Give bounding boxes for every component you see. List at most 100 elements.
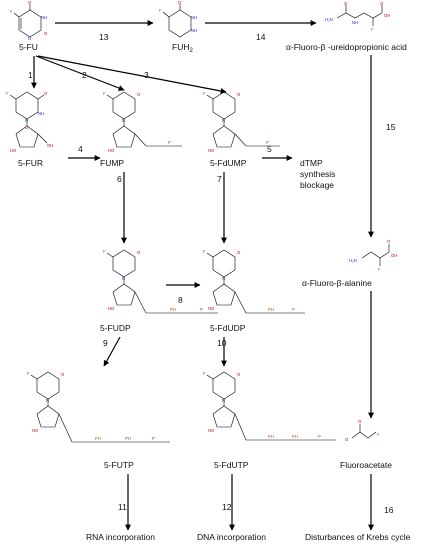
atom-n: N	[25, 118, 28, 123]
arrow-step-2	[35, 55, 125, 91]
atom-nh: NH	[38, 111, 44, 116]
atom-ph: PH	[292, 434, 298, 439]
atom-p: P	[292, 307, 295, 312]
atom-ph: PH	[268, 434, 274, 439]
arrow-step-3	[37, 55, 227, 94]
atom-o: O	[178, 0, 182, 5]
atom-o: O	[137, 92, 141, 97]
step-number-12: 12	[222, 502, 232, 512]
atom-n: N	[222, 398, 225, 403]
atom-nh: NH	[191, 28, 197, 33]
step-number-16: 16	[384, 505, 394, 515]
arrow-step-9	[103, 336, 121, 367]
atom-f: F	[203, 91, 206, 96]
atom-f: F	[27, 371, 30, 376]
step-number-7: 7	[217, 174, 222, 184]
atom-ho: HO	[10, 148, 17, 153]
atom-o: O	[237, 250, 241, 255]
outcome-rna-incorporation: RNA incorporation	[86, 532, 155, 542]
atom-ho: HO	[208, 148, 215, 153]
atom-o: O	[28, 0, 32, 5]
structure-5-fdump: F O N HO P	[203, 91, 280, 153]
atom-oh: OH	[391, 253, 397, 258]
atom-p: P	[168, 140, 171, 145]
step-number-8: 8	[178, 295, 183, 305]
structure-5-fur: O F NH N O HO OH	[6, 91, 53, 153]
step-number-11: 11	[118, 502, 127, 512]
label-5-fu: 5-FU	[19, 42, 38, 52]
structure-5-fu: O F NH N O	[10, 0, 48, 41]
atom-n: N	[122, 276, 125, 281]
structure-5-fudp: F O N HO PH P	[103, 249, 218, 314]
atom-nh: NH	[191, 15, 197, 20]
atom-o: O	[61, 372, 65, 377]
atom-o: O	[358, 419, 362, 424]
step-number-1: 1	[28, 70, 33, 80]
label-fluoro-alanine: α-Fluoro-β-alanine	[302, 278, 372, 288]
outcome-krebs-disturbance: Disturbances of Krebs cycle	[305, 532, 411, 542]
atom-oh: OH	[384, 13, 390, 18]
atom-o: O	[25, 125, 29, 130]
atom-p: P	[200, 307, 203, 312]
atom-o: O	[345, 437, 349, 442]
atom-o: O	[44, 91, 48, 96]
atom-ph: PH	[170, 307, 176, 312]
outcome-dna-incorporation: DNA incorporation	[197, 532, 266, 542]
atom-o: O	[237, 372, 241, 377]
atom-p: P	[318, 434, 321, 439]
atom-f: F	[371, 27, 374, 32]
atom-p: P	[152, 436, 155, 441]
step-number-15: 15	[386, 122, 396, 132]
atom-f: F	[159, 8, 162, 13]
atom-ph: PH	[95, 436, 101, 441]
atom-o: O	[380, 1, 384, 6]
label-5-futp: 5-FUTP	[104, 460, 134, 470]
atom-ho: HO	[108, 306, 115, 311]
atom-ph: PH	[125, 436, 131, 441]
step-number-2: 2	[82, 70, 87, 80]
atom-f: F	[6, 91, 9, 96]
label-ureidopropionic-acid: α-Fluoro-β -ureidopropionic acid	[286, 42, 407, 52]
step-number-10: 10	[217, 338, 227, 348]
label-fump: FUMP	[100, 158, 124, 168]
atom-o: O	[387, 239, 391, 244]
atom-n: N	[222, 276, 225, 281]
step-number-13: 13	[99, 32, 109, 42]
atom-nh: NH	[352, 20, 358, 25]
structure-fuh2: O F NH NH	[159, 0, 197, 38]
atom-o: O	[344, 1, 348, 6]
atom-f: F	[103, 249, 106, 254]
atom-o: O	[137, 250, 141, 255]
atom-oh: OH	[47, 143, 53, 148]
atom-h2n: H₂N	[325, 17, 333, 22]
outcome-dtmp-line-2: synthesis	[300, 169, 335, 179]
atom-ho: HO	[32, 428, 39, 433]
atom-f: F	[103, 91, 106, 96]
atom-ph: PH	[268, 307, 274, 312]
atom-p: P	[266, 140, 269, 145]
structure-fump: F O N HO P	[103, 91, 182, 153]
label-5-fudp: 5-FUDP	[100, 323, 131, 333]
outcome-dtmp-line-3: blockage	[300, 180, 334, 190]
label-5-fdutp: 5-FdUTP	[214, 460, 249, 470]
step-number-9: 9	[103, 338, 108, 348]
structure-fluoroacetate: O O F	[345, 419, 380, 442]
atom-o: O	[44, 31, 48, 36]
atom-n: N	[122, 118, 125, 123]
label-fuh2: FUH2	[172, 42, 193, 54]
label-5-fdudp: 5-FdUDP	[210, 323, 246, 333]
atom-f: F	[378, 267, 381, 272]
atom-ho: HO	[208, 306, 215, 311]
atom-n: N	[222, 118, 225, 123]
atom-ho: HO	[108, 148, 115, 153]
label-5-fdump: 5-FdUMP	[210, 158, 247, 168]
step-number-4: 4	[78, 144, 83, 154]
atom-nh: NH	[41, 15, 47, 20]
atom-ho: HO	[208, 428, 215, 433]
structure-fluoro-alanine: H₂N O OH F	[349, 239, 397, 272]
atom-h2n: H₂N	[349, 258, 357, 263]
step-number-3: 3	[144, 70, 149, 80]
atom-n: N	[46, 398, 49, 403]
step-number-6: 6	[117, 174, 122, 184]
